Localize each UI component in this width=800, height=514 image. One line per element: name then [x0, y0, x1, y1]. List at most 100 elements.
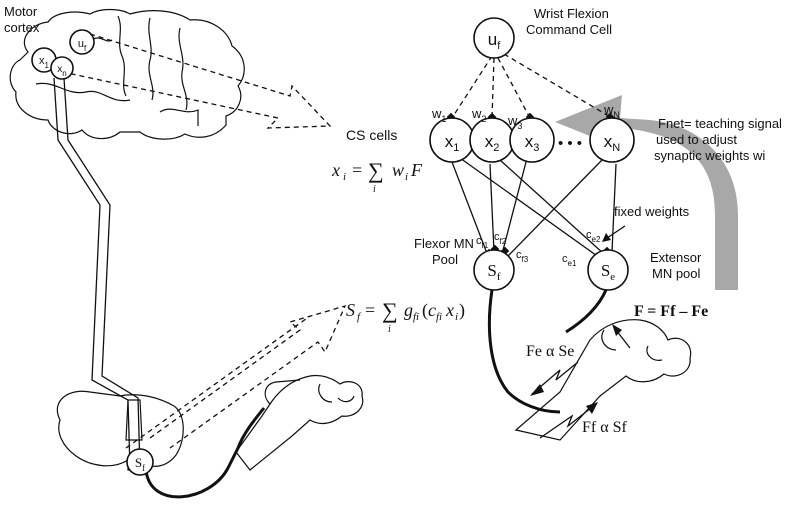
svg-text:g: g — [404, 300, 413, 320]
cs-node-x3-label: x3 — [525, 132, 540, 154]
zoom-arrow-bottom-2 — [125, 315, 311, 449]
svg-text:∑: ∑ — [368, 158, 384, 183]
svg-text:w: w — [392, 160, 404, 180]
flexor-force-arrow — [539, 403, 597, 439]
weight-w3: w3 — [507, 113, 522, 131]
svg-text:F: F — [410, 160, 423, 180]
cs-node-x2-label: x2 — [485, 132, 500, 154]
weight-wN: wN — [603, 102, 620, 120]
motor-axon-left — [144, 407, 266, 499]
corticospinal-tract-a — [53, 77, 131, 471]
teaching-signal-line3: synaptic weights wi — [654, 148, 765, 163]
extensor-pool-node-label: Se — [601, 261, 615, 283]
extensor-pool-label-line1: Extensor — [650, 250, 702, 265]
uf-to-x3 — [497, 57, 531, 119]
spinal-node-sf-label: Sf — [135, 455, 145, 473]
spinal-cord-inner — [125, 399, 143, 441]
svg-text:c: c — [428, 300, 436, 320]
svg-text:i: i — [388, 324, 391, 335]
zoom-arrow-bottom — [149, 304, 347, 449]
cs-node-x1-label: x1 — [445, 132, 460, 154]
brain-fold-2 — [148, 17, 154, 101]
svg-text:): ) — [459, 300, 465, 321]
svg-text:i: i — [343, 171, 346, 183]
spinal-node-sf: Sf — [126, 448, 154, 476]
cs-node-x2: x2 — [469, 117, 515, 163]
svg-text:(: ( — [422, 300, 428, 321]
weight-ce2: ce2 — [586, 229, 601, 244]
svg-text:=: = — [352, 160, 362, 180]
corticospinal-tract-b — [63, 77, 141, 471]
uf-to-xN — [503, 53, 613, 119]
flexor-motor-axon — [487, 289, 561, 414]
weight-cf2: cf2 — [494, 231, 507, 246]
svg-text:fi: fi — [436, 311, 442, 323]
xN-to-se — [611, 163, 617, 253]
zoom-arrow-top — [71, 33, 332, 129]
svg-text:f: f — [357, 311, 362, 323]
weight-w1: w1 — [431, 106, 446, 124]
teaching-signal-line1: Fnet= teaching signal — [658, 116, 782, 131]
motor-cortex-label-line1: Motor — [4, 4, 38, 19]
brain-node-uf-label: uf — [78, 38, 87, 53]
xN-to-sf — [507, 159, 603, 257]
weight-w2: w2 — [471, 106, 486, 124]
x1-to-sf — [451, 161, 489, 257]
cs-cells-label: CS cells — [346, 127, 397, 143]
brain-fold-5 — [159, 108, 199, 126]
title-line1: Wrist Flexion — [534, 6, 609, 21]
brain-node-uf: uf — [69, 29, 95, 55]
command-cell-uf: uf — [473, 17, 515, 59]
command-cell-uf-label: uf — [488, 30, 501, 52]
svg-text:i: i — [455, 311, 458, 323]
svg-text:∑: ∑ — [382, 298, 398, 323]
cs-node-xN: xN — [589, 117, 635, 163]
motor-cortex-label-line2: cortex — [4, 20, 40, 35]
spinal-cord-section — [56, 390, 184, 471]
x2-to-se — [499, 159, 605, 255]
svg-text:S: S — [346, 300, 355, 320]
fixed-weights-label: fixed weights — [614, 204, 690, 219]
svg-text:fi: fi — [413, 311, 419, 323]
flexor-force-arrowhead — [586, 402, 598, 414]
brain-node-xn: xn — [50, 56, 74, 80]
brain-outline — [9, 8, 245, 140]
cs-node-x1: x1 — [429, 117, 475, 163]
net-force-arrowhead — [612, 324, 622, 336]
extensor-pool-node: Se — [587, 249, 629, 291]
flexor-force-label: Ff α Sf — [582, 419, 628, 436]
uf-to-x1 — [451, 55, 493, 119]
svg-text:=: = — [365, 300, 375, 320]
flexor-pool-node: Sf — [473, 249, 515, 291]
x1-to-se — [459, 157, 601, 259]
svg-text:x: x — [445, 300, 454, 320]
equation-xi: x i = ∑ i w i F — [331, 158, 423, 195]
brain-node-x1-label: x1 — [39, 55, 50, 70]
weight-cf3: cf3 — [516, 249, 529, 264]
cs-node-xN-label: xN — [604, 132, 621, 154]
teaching-signal-line2: used to adjust — [656, 132, 737, 147]
flexor-pool-label-line2: Pool — [432, 252, 458, 267]
svg-text:i: i — [373, 184, 376, 195]
weight-ce1: ce1 — [562, 253, 577, 268]
net-force-equation: F = Ff – Fe — [634, 303, 708, 320]
brain-node-xn-label: xn — [57, 64, 66, 78]
ellipsis: • • • — [558, 135, 582, 152]
svg-text:x: x — [331, 160, 340, 180]
extensor-force-label: Fe α Se — [526, 343, 574, 360]
x2-to-sf — [489, 163, 495, 253]
cs-node-x3: x3 — [509, 117, 555, 163]
uf-to-x2 — [491, 57, 495, 119]
extensor-force-arrowhead — [530, 384, 544, 396]
fixed-weights-arrowhead — [602, 233, 611, 242]
left-hand — [235, 374, 364, 471]
weight-cf1: cf1 — [476, 235, 489, 250]
svg-text:i: i — [405, 171, 408, 183]
extensor-motor-axon — [565, 289, 608, 334]
extensor-force-arrow — [531, 361, 579, 395]
title-line2: Command Cell — [526, 22, 612, 37]
flexor-pool-node-label: Sf — [487, 261, 500, 283]
right-hand — [514, 319, 692, 441]
